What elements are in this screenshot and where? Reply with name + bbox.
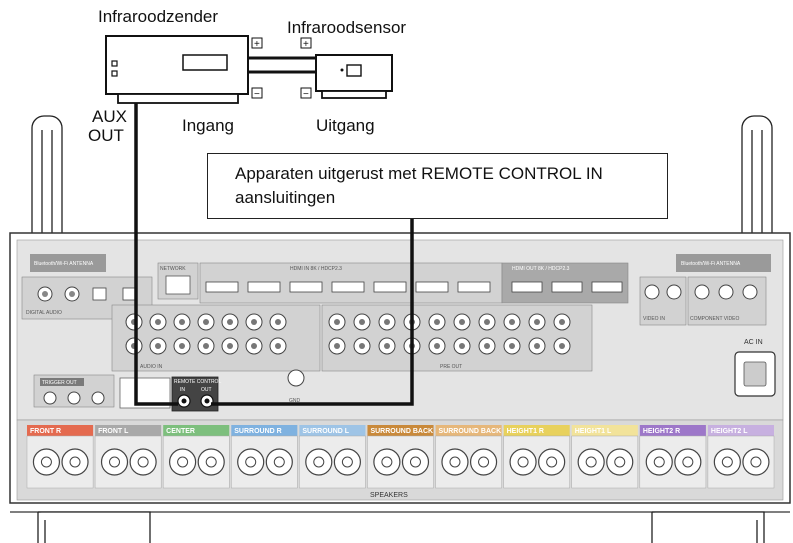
svg-text:TRIGGER OUT: TRIGGER OUT (42, 380, 77, 386)
svg-text:REMOTE CONTROL: REMOTE CONTROL (174, 379, 221, 385)
svg-text:AC IN: AC IN (744, 339, 763, 346)
hdmi-inputs: HDMI IN 8K / HDCP2.3 (199, 262, 503, 304)
antenna-label-right: Bluetooth/Wi-Fi ANTENNA (676, 254, 771, 272)
speaker-section-label: SURROUND R (234, 428, 281, 435)
speaker-section-label: HEIGHT2 R (643, 428, 680, 435)
svg-text:+: + (254, 39, 260, 50)
hdmi-input-port (247, 281, 281, 293)
speaker-section-label: SURROUND L (302, 428, 349, 435)
speaker-section-label: FRONT R (30, 428, 61, 435)
svg-text:PRE OUT: PRE OUT (440, 364, 462, 370)
video-inputs: VIDEO IN (639, 276, 687, 326)
svg-text:−: − (254, 89, 260, 100)
speaker-section: SURROUND R (231, 425, 298, 489)
speaker-terminals: FRONT R FRONT L CENTER SURROUND R SURROUND L… (26, 425, 775, 499)
remote-control-jacks: REMOTE CONTROL IN OUT (171, 376, 221, 412)
speaker-section: FRONT L (94, 425, 162, 489)
ir-sensor-label: Infraroodsensor (287, 18, 407, 37)
svg-text:Bluetooth/Wi-Fi ANTENNA: Bluetooth/Wi-Fi ANTENNA (34, 261, 94, 267)
speaker-section-label: CENTER (166, 428, 195, 435)
svg-text:DIGITAL AUDIO: DIGITAL AUDIO (26, 310, 62, 316)
speaker-section-label: HEIGHT1 R (507, 428, 544, 435)
component-video-inputs: COMPONENT VIDEO (687, 276, 767, 326)
svg-text:OUT: OUT (201, 387, 212, 393)
network-port: NETWORK (157, 262, 199, 300)
aux-out-label: AUX OUT (88, 107, 127, 145)
speaker-section-label: HEIGHT2 L (711, 428, 748, 435)
speaker-section: FRONT R (26, 425, 94, 489)
input-label: Ingang (182, 116, 234, 135)
svg-text:IN: IN (180, 387, 185, 393)
polarity-markers (251, 37, 312, 99)
svg-text:SPEAKERS: SPEAKERS (370, 492, 408, 499)
pre-out-jacks: PRE OUT (321, 304, 593, 372)
connection-cables (134, 56, 414, 406)
svg-text:Bluetooth/Wi-Fi ANTENNA: Bluetooth/Wi-Fi ANTENNA (681, 261, 741, 267)
ir-sensor-device (315, 54, 393, 99)
ir-transmitter-label: Infraroodzender (98, 7, 219, 26)
hdmi-input-port (205, 281, 239, 293)
hdmi-outputs: HDMI OUT 8K / HDCP2.3 (501, 262, 629, 304)
antenna-label-left: Bluetooth/Wi-Fi ANTENNA (30, 254, 106, 272)
speaker-section: HEIGHT2 L (707, 425, 775, 489)
speaker-section: SURROUND BACK R (367, 425, 440, 489)
callout-line-1: Apparaten uitgerust met REMOTE CONTROL I… (235, 164, 603, 183)
svg-text:VIDEO IN: VIDEO IN (643, 316, 665, 322)
speaker-section: HEIGHT2 R (639, 425, 707, 489)
svg-text:HDMI OUT 8K / HDCP2.3: HDMI OUT 8K / HDCP2.3 (512, 266, 570, 272)
svg-text:NETWORK: NETWORK (160, 266, 186, 272)
speaker-section: SURROUND BACK L (435, 425, 509, 489)
ir-transmitter-device (105, 35, 249, 104)
svg-text:GND: GND (289, 398, 301, 404)
hdmi-input-port (331, 281, 365, 293)
hdmi-input-port (373, 281, 407, 293)
speaker-section: HEIGHT1 R (503, 425, 570, 489)
speaker-section: HEIGHT1 L (571, 425, 639, 489)
hdmi-input-port (289, 281, 323, 293)
output-label: Uitgang (316, 116, 375, 135)
callout-box: Apparaten uitgerust met REMOTE CONTROL I… (207, 153, 668, 219)
analog-audio-inputs: AUDIO IN (111, 304, 321, 372)
speaker-section-label: SURROUND BACK L (439, 428, 509, 435)
receiver-feet (37, 511, 765, 543)
hdmi-input-port (457, 281, 491, 293)
speaker-section-label: FRONT L (98, 428, 129, 435)
svg-text:+: + (303, 39, 309, 50)
speaker-section-label: SURROUND BACK R (370, 428, 440, 435)
ground-terminal: GND (287, 369, 305, 404)
speaker-section: CENTER (162, 425, 230, 489)
speaker-section-label: HEIGHT1 L (575, 428, 612, 435)
speaker-section: SURROUND L (299, 425, 366, 489)
svg-text:COMPONENT VIDEO: COMPONENT VIDEO (690, 316, 739, 322)
callout-line-2: aansluitingen (235, 188, 336, 207)
hdmi-input-port (415, 281, 449, 293)
svg-text:−: − (303, 89, 309, 100)
ac-inlet: AC IN (734, 339, 776, 397)
svg-text:AUDIO IN: AUDIO IN (140, 364, 163, 370)
svg-text:HDMI IN 8K / HDCP2.3: HDMI IN 8K / HDCP2.3 (290, 266, 342, 272)
